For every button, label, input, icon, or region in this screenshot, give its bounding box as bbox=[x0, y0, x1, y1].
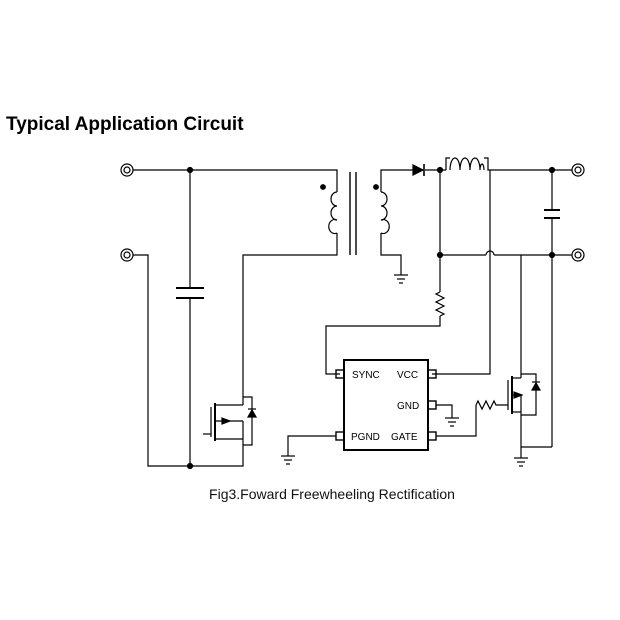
output-terminal-bottom bbox=[571, 248, 585, 262]
ground-symbol-output bbox=[514, 447, 528, 467]
pin-label-gate: GATE bbox=[391, 432, 418, 443]
input-terminal-top bbox=[120, 163, 134, 177]
output-capacitor bbox=[544, 209, 560, 219]
transformer bbox=[320, 172, 390, 255]
primary-wiring bbox=[133, 169, 338, 467]
rectifier-diode bbox=[412, 164, 425, 176]
pin-label-pgnd: PGND bbox=[351, 432, 380, 443]
input-terminal-bottom bbox=[120, 248, 134, 262]
output-terminal-top bbox=[571, 163, 585, 177]
ground-symbol-transformer bbox=[394, 274, 408, 284]
ground-symbol-gnd bbox=[445, 417, 459, 427]
junction-dot bbox=[548, 166, 556, 174]
primary-mosfet bbox=[203, 396, 258, 446]
pin-label-vcc: VCC bbox=[397, 370, 418, 381]
page-title: Typical Application Circuit bbox=[6, 114, 244, 135]
ic-wiring bbox=[287, 399, 508, 456]
secondary-wiring bbox=[325, 157, 572, 448]
pin-label-gnd: GND bbox=[397, 401, 419, 412]
output-inductor bbox=[449, 157, 485, 171]
junction-dot bbox=[186, 166, 194, 174]
junction-dot bbox=[548, 251, 556, 259]
figure-caption: Fig3.Foward Freewheeling Rectification bbox=[209, 486, 455, 502]
sync-rectifier-mosfet bbox=[507, 373, 542, 447]
sync-resistor bbox=[434, 291, 446, 317]
input-capacitor bbox=[176, 287, 204, 299]
pin-label-sync: SYNC bbox=[352, 370, 380, 381]
junction-dot bbox=[436, 251, 444, 259]
ground-symbol-pgnd bbox=[281, 455, 295, 465]
junction-dot bbox=[186, 462, 194, 470]
junction-dot bbox=[436, 166, 444, 174]
